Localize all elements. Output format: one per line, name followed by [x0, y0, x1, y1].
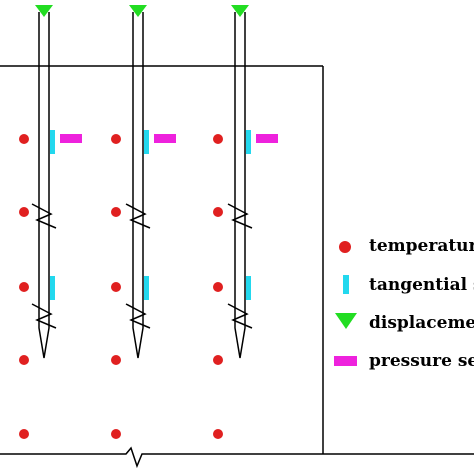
temperature-sensor-1-5: [19, 429, 29, 439]
temperature-sensor-3-1: [213, 134, 223, 144]
pile-2: [125, 12, 151, 359]
legend-label-displacement: displaceme: [369, 313, 474, 333]
pile-3-joint-1: [227, 203, 253, 229]
legend-pressure-symbol: [334, 356, 357, 366]
sensors: [19, 5, 278, 439]
tangential-sensor-pile-1-1: [50, 130, 55, 154]
legend-temperature-symbol: [339, 241, 351, 253]
temperature-sensor-1-3: [19, 282, 29, 292]
temperature-sensor-1-1: [19, 134, 29, 144]
pile-3-outline: [234, 12, 246, 359]
temperature-sensor-2-3: [111, 282, 121, 292]
temperature-sensor-1-4: [19, 355, 29, 365]
pile-2-joint-1: [125, 203, 151, 229]
pressure-sensor-pile-1: [60, 134, 82, 143]
pile-1-joint-2: [31, 303, 57, 329]
soil-box: [0, 65, 324, 454]
pile-2-joint-2: [125, 303, 151, 329]
temperature-sensor-3-5: [213, 429, 223, 439]
pile-1-outline: [38, 12, 50, 359]
legend-label-pressure: pressure se: [369, 351, 474, 371]
temperature-sensor-3-3: [213, 282, 223, 292]
displacement-sensor-pile-3: [231, 5, 249, 17]
legend-displacement-symbol: [335, 313, 357, 329]
temperature-sensor-3-4: [213, 355, 223, 365]
temperature-sensor-2-2: [111, 207, 121, 217]
tangential-sensor-pile-1-2: [50, 276, 55, 300]
pile-1-joint-1: [31, 203, 57, 229]
pile-3: [227, 12, 253, 359]
temperature-sensor-1-2: [19, 207, 29, 217]
displacement-sensor-pile-2: [129, 5, 147, 17]
temperature-sensor-2-5: [111, 429, 121, 439]
displacement-sensor-pile-1: [35, 5, 53, 17]
legend-label-temperature: temperatur: [369, 236, 474, 256]
pressure-sensor-pile-2: [154, 134, 176, 143]
tangential-sensor-pile-3-2: [246, 276, 251, 300]
piles: [31, 12, 253, 359]
temperature-sensor-2-1: [111, 134, 121, 144]
ground-line: [0, 446, 474, 469]
tangential-sensor-pile-2-1: [144, 130, 149, 154]
pile-2-outline: [132, 12, 144, 359]
tangential-sensor-pile-3-1: [246, 130, 251, 154]
pressure-sensor-pile-3: [256, 134, 278, 143]
temperature-sensor-2-4: [111, 355, 121, 365]
legend-label-tangential: tangential s: [369, 275, 474, 295]
legend-tangential-symbol: [343, 275, 349, 294]
pile-3-joint-2: [227, 303, 253, 329]
temperature-sensor-3-2: [213, 207, 223, 217]
pile-1: [31, 12, 57, 359]
legend-symbols: [334, 241, 357, 366]
tangential-sensor-pile-2-2: [144, 276, 149, 300]
